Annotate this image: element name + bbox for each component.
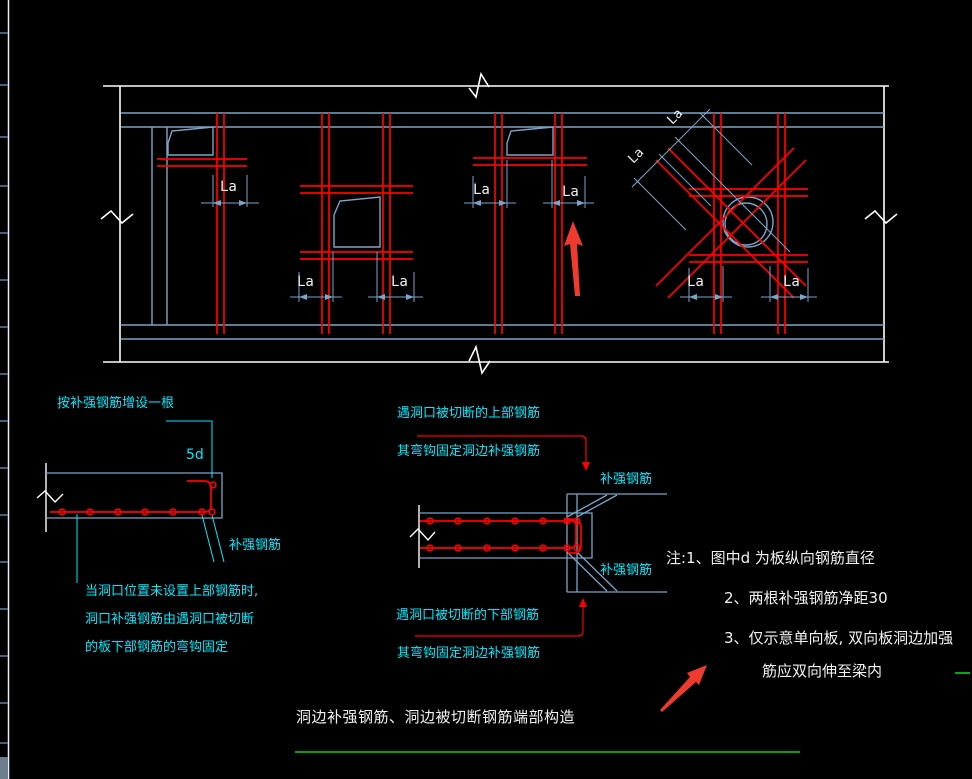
dim-label-la-4: La — [473, 182, 490, 198]
vertical-ruler — [0, 0, 10, 779]
dim-label-la-3: La — [391, 274, 408, 290]
mid-bottom-hook-label: 其弯钩固定洞边补强钢筋 — [397, 646, 541, 661]
mid-top-cut-label: 遇洞口被切断的上部钢筋 — [397, 406, 541, 421]
circular-opening — [722, 196, 774, 248]
break-symbol-top — [468, 71, 490, 99]
callout-leader — [166, 420, 213, 478]
dim-label-la-6: La — [687, 274, 704, 290]
red-arrow-diagonal — [660, 665, 707, 712]
rebar-leader-2 — [211, 514, 225, 563]
hook-length-label: 5d — [186, 447, 204, 463]
slab-opening-square — [333, 196, 381, 248]
break-symbol-right — [864, 209, 898, 225]
dim-label-la-7: La — [783, 274, 800, 290]
mid-bottom-cut-label: 遇洞口被切断的下部钢筋 — [396, 608, 540, 623]
rebar-leader-1 — [201, 514, 215, 563]
added-rebar-section — [209, 481, 217, 489]
break-symbol — [36, 490, 64, 504]
red-leaders — [415, 435, 587, 637]
mid-rebar-label-bottom: 补强钢筋 — [600, 563, 653, 578]
dim-label-la-2: La — [297, 274, 314, 290]
bottom-rebar-with-hook — [50, 480, 217, 516]
dim-label-la-5: La — [562, 184, 579, 200]
note-line-1: 注:1、图中d 为板纵向钢筋直径 — [666, 549, 875, 567]
leader-arrowhead-up — [579, 598, 587, 607]
slab-outline — [419, 512, 593, 559]
middle-detail — [409, 435, 667, 637]
mid-top-hook-label: 其弯钩固定洞边补强钢筋 — [397, 444, 541, 459]
left-rebar-label: 补强钢筋 — [229, 538, 282, 553]
ruler-ticks — [0, 32, 8, 744]
break-symbol-left — [100, 209, 134, 225]
diagonal-dimension — [631, 108, 791, 253]
circular-opening-inner — [724, 202, 768, 246]
break-symbol — [409, 527, 436, 542]
slab-outline — [46, 472, 223, 519]
note-line-4: 筋应双向伸至梁内 — [762, 662, 883, 680]
dim-label-la-1: La — [220, 179, 237, 195]
plan-dimensions — [201, 108, 817, 302]
plan-white-edges — [100, 71, 898, 375]
left-note-line-2: 洞口补强钢筋由遇洞口被切断 — [85, 612, 255, 627]
note-line-3: 3、仅示意单向板, 双向板洞边加强 — [724, 629, 954, 647]
left-detail — [36, 420, 225, 583]
plan-view — [100, 71, 898, 375]
dimension-arrowheads — [213, 200, 808, 300]
note-line-2: 2、两根补强钢筋净距30 — [724, 589, 888, 607]
left-note-line-1: 当洞口位置未设置上部钢筋时, — [85, 584, 259, 599]
slab-opening-rect-1 — [167, 126, 214, 156]
mid-rebar-label-top: 补强钢筋 — [600, 472, 653, 487]
slab-rebar — [420, 517, 582, 554]
slab-opening-rect-2 — [506, 126, 554, 156]
red-arrow-up — [564, 221, 583, 296]
left-note-line-3: 的板下部钢筋的弯钩固定 — [85, 640, 229, 655]
left-detail-callout: 按补强钢筋增设一根 — [57, 396, 175, 411]
drawing-title: 洞边补强钢筋、洞边被切断钢筋端部构造 — [296, 708, 576, 726]
break-symbol-bottom — [468, 344, 491, 375]
leader-arrowhead-down — [582, 462, 590, 471]
diagonal-rebar-x — [655, 147, 807, 299]
plan-rebar-lines — [157, 113, 808, 334]
ruler-corner-block — [0, 757, 8, 779]
